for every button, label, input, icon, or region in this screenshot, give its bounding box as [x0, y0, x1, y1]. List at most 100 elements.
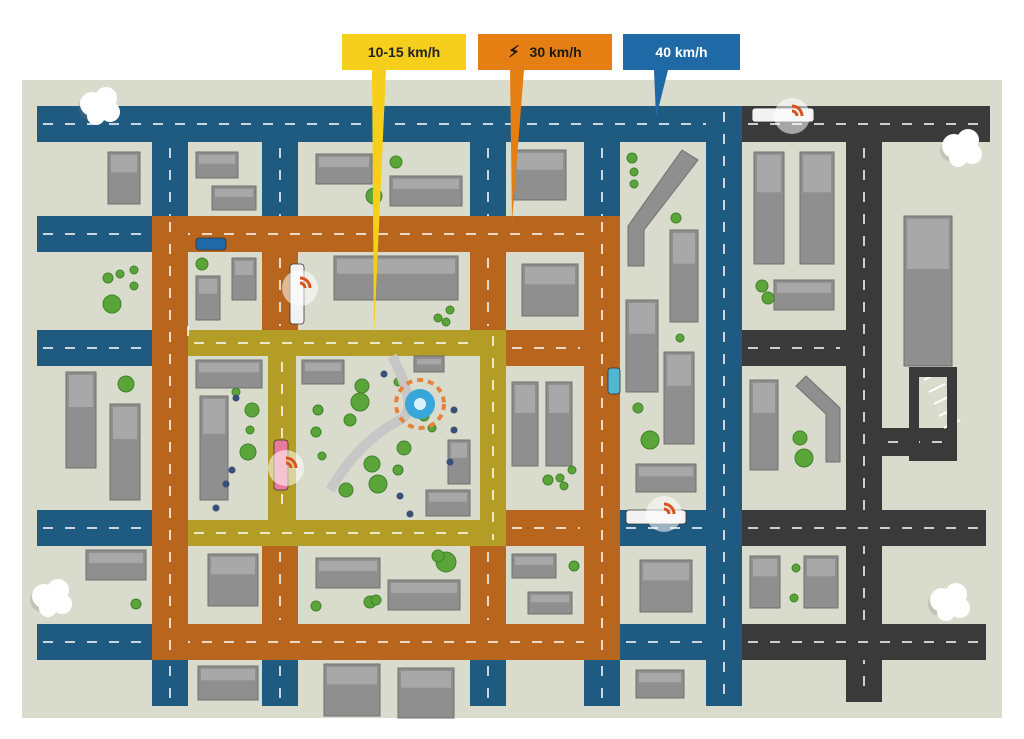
building-6-roof — [517, 153, 563, 170]
tree-icon — [630, 180, 638, 188]
pedestrian-icon — [229, 467, 236, 474]
speed-radar-icon-halo — [774, 98, 810, 134]
building-26-roof — [549, 385, 569, 413]
tree-icon — [434, 314, 442, 322]
car-icon — [608, 368, 620, 394]
tree-icon — [569, 561, 579, 571]
building-21-roof — [305, 363, 341, 371]
building-7-roof — [757, 155, 781, 192]
cloud-icon-puff-3 — [87, 107, 105, 125]
pedestrian-icon — [451, 407, 458, 414]
tree-icon — [103, 295, 121, 313]
building-13-roof — [235, 261, 253, 275]
pedestrian-icon — [451, 427, 458, 434]
tree-icon — [118, 376, 134, 392]
tree-icon — [311, 601, 321, 611]
building-3-roof — [215, 189, 253, 197]
building-36-roof — [643, 563, 689, 580]
cloud-icon-puff-3 — [39, 599, 57, 617]
building-4-roof — [319, 157, 369, 167]
building-8-roof — [803, 155, 831, 192]
building-34-roof — [531, 595, 569, 602]
pedestrian-icon — [213, 505, 220, 512]
legend-medium-zone: ⚡︎ 30 km/h — [478, 34, 612, 70]
tree-icon — [371, 595, 381, 605]
cloud-icon-puff-3 — [937, 603, 955, 621]
pedestrian-icon — [447, 459, 454, 466]
car-icon — [196, 238, 226, 250]
road-30-left — [152, 216, 188, 660]
building-14-roof — [337, 259, 455, 274]
legend-fast-zone: 40 km/h — [623, 34, 740, 70]
pedestrian-icon — [233, 395, 240, 402]
tree-icon — [543, 475, 553, 485]
tree-icon — [130, 266, 138, 274]
building-42-roof — [639, 673, 681, 682]
building-23-roof — [451, 443, 467, 458]
tree-icon — [627, 153, 637, 163]
building-15-roof — [525, 267, 575, 284]
building-18-roof — [113, 407, 137, 439]
speed-radar-icon-halo — [646, 496, 682, 532]
tree-icon — [630, 168, 638, 176]
building-24-roof — [429, 493, 467, 502]
tree-icon — [568, 466, 576, 474]
tree-icon — [245, 403, 259, 417]
tree-icon — [313, 405, 323, 415]
road-30-right — [584, 216, 620, 660]
fountain-center — [414, 398, 426, 410]
building-40-roof — [327, 667, 377, 684]
pedestrian-icon — [407, 511, 414, 518]
tree-icon — [790, 594, 798, 602]
tree-icon — [397, 441, 411, 455]
tree-icon — [633, 403, 643, 413]
tree-icon — [432, 550, 444, 562]
building-37-roof — [753, 559, 777, 576]
tree-icon — [364, 456, 380, 472]
legend-slow-zone-label: 10-15 km/h — [368, 44, 440, 60]
building-10-roof — [673, 233, 695, 264]
building-41-roof — [401, 671, 451, 688]
tree-icon — [116, 270, 124, 278]
building-22-roof — [417, 359, 441, 364]
legend-fast-zone-label: 40 km/h — [655, 44, 707, 60]
tree-icon — [196, 258, 208, 270]
tree-icon — [355, 379, 369, 393]
tree-icon — [130, 282, 138, 290]
cloud-icon-puff-3 — [949, 149, 967, 167]
tree-icon — [318, 452, 326, 460]
tree-icon — [792, 564, 800, 572]
tree-icon — [446, 306, 454, 314]
tree-icon — [641, 431, 659, 449]
tree-icon — [756, 280, 768, 292]
building-5-roof — [393, 179, 459, 189]
legend-medium-zone-label: 30 km/h — [530, 44, 582, 60]
building-28-roof — [753, 383, 775, 413]
building-17-roof — [69, 375, 93, 407]
building-16-roof — [777, 283, 831, 293]
tree-icon — [246, 426, 254, 434]
building-35-roof — [89, 553, 143, 563]
building-27-roof — [667, 355, 691, 386]
tree-icon — [344, 414, 356, 426]
tree-icon — [240, 444, 256, 460]
building-39-roof — [201, 669, 255, 680]
tree-icon — [390, 156, 402, 168]
building-33-roof — [515, 557, 553, 565]
building-29-roof — [639, 467, 693, 476]
tree-icon — [556, 474, 564, 482]
legend-slow-zone: 10-15 km/h — [342, 34, 466, 70]
tree-icon — [676, 334, 684, 342]
tree-icon — [393, 465, 403, 475]
building-20-roof — [203, 399, 225, 434]
building-1-roof — [111, 155, 137, 172]
pedestrian-icon — [381, 371, 388, 378]
tree-icon — [311, 427, 321, 437]
tree-icon — [795, 449, 813, 467]
building-12-roof — [199, 279, 217, 294]
building-32-roof — [391, 583, 457, 593]
building-2-roof — [199, 155, 235, 164]
speed-radar-icon-halo — [282, 270, 318, 306]
